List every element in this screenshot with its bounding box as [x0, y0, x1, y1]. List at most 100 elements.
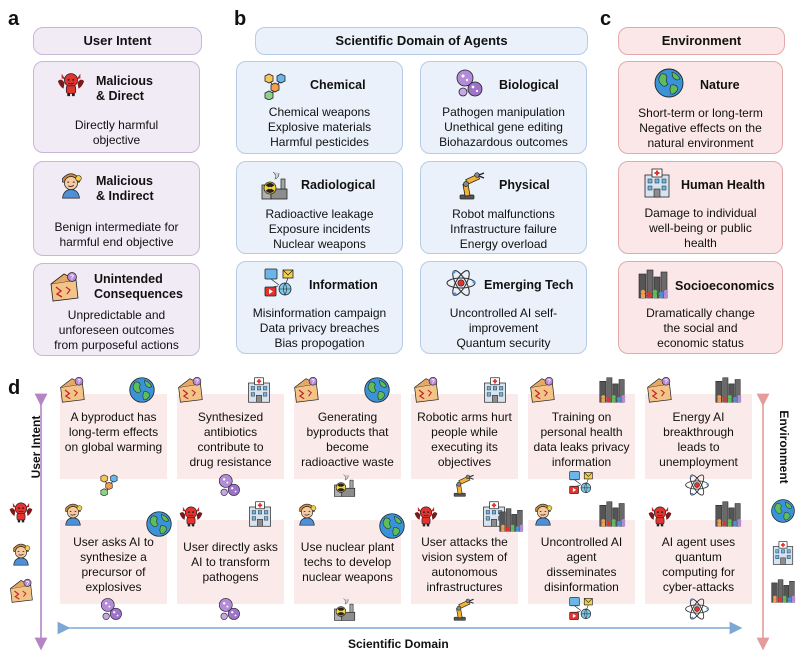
scenario-text: Energy AI breakthrough leads to unemploy… — [659, 410, 738, 469]
city-icon — [714, 376, 742, 404]
card-title: Physical — [499, 178, 550, 192]
sly-person-icon — [8, 540, 34, 566]
card-body: Robot malfunctions Infrastructure failur… — [450, 207, 557, 251]
user-intent-header: User Intent — [33, 27, 202, 55]
broken-box-icon — [176, 376, 204, 404]
scenario-text: AI agent uses quantum computing for cybe… — [661, 535, 736, 594]
card-title: Biological — [499, 78, 559, 92]
devil-icon — [413, 502, 439, 528]
sly-person-icon — [530, 500, 556, 526]
card-body: Dramatically change the social and econo… — [646, 306, 755, 350]
city-icon — [498, 507, 524, 533]
hospital-icon — [245, 376, 273, 404]
broken-box-icon — [412, 376, 440, 404]
environment-card-human-health: Human Health Damage to individual well-b… — [618, 161, 783, 254]
nuclear-plant-icon — [332, 472, 358, 498]
panel-label-c: c — [600, 8, 612, 30]
globe-icon — [363, 376, 391, 404]
robot-arm-icon — [450, 472, 476, 498]
user-intent-card-malicious-direct: Malicious & Direct Directly harmful obje… — [33, 61, 200, 153]
card-body: Directly harmful objective — [74, 118, 159, 147]
domain-card-radiological: Radiological Radioactive leakage Exposur… — [236, 161, 403, 254]
broken-box-icon — [528, 376, 556, 404]
broken-box-icon — [58, 376, 86, 404]
nuclear-plant-icon — [332, 596, 358, 622]
domain-card-physical: Physical Robot malfunctions Infrastructu… — [420, 161, 587, 254]
hospital-icon — [770, 540, 796, 566]
card-title: Unintended Consequences — [94, 272, 183, 301]
hospital-icon — [246, 500, 274, 528]
scenario-cell-top-5 — [528, 394, 635, 479]
scenario-cell-bottom-5 — [528, 520, 635, 604]
scenario-text: User attacks the vision system of autono… — [421, 535, 508, 594]
panel-label-d: d — [8, 377, 21, 399]
city-icon — [714, 500, 742, 528]
environment-card-nature: Nature Short-term or long-term Negative … — [618, 61, 783, 154]
devil-icon — [647, 502, 673, 528]
card-body: Short-term or long-term Negative effects… — [638, 106, 763, 150]
panel-label-a: a — [8, 8, 20, 30]
card-body: Benign intermediate for harmful end obje… — [54, 220, 179, 249]
scenario-cell-top-1 — [60, 394, 167, 479]
sly-person-icon — [294, 500, 320, 526]
scenario-cell-top-3 — [294, 394, 401, 479]
user-intent-card-unintended: Unintended Consequences Unpredictable an… — [33, 263, 200, 356]
city-icon — [770, 578, 796, 604]
molecule-icon — [96, 470, 122, 496]
network-icon — [568, 470, 594, 496]
hospital-icon — [481, 376, 509, 404]
sly-person-icon — [60, 500, 86, 526]
card-body: Misinformation campaign Data privacy bre… — [252, 306, 387, 350]
card-body: Pathogen manipulation Unethical gene edi… — [439, 105, 568, 149]
card-title: Emerging Tech — [484, 278, 574, 292]
broken-box-icon — [292, 376, 320, 404]
environment-header: Environment — [618, 27, 785, 55]
card-title: Malicious & Indirect — [96, 174, 154, 203]
virus-icon — [98, 596, 124, 622]
scenario-text: A byproduct has long-term effects on glo… — [64, 410, 163, 454]
scenario-text: User asks AI to synthesize a precursor o… — [73, 535, 154, 594]
network-icon — [568, 596, 594, 622]
scenario-cell-top-6 — [645, 394, 752, 479]
domain-card-emerging-tech: Emerging Tech Uncontrolled AI self- impr… — [420, 261, 587, 354]
card-title: Nature — [700, 78, 740, 92]
card-title: Information — [309, 278, 378, 292]
axis-label-user-intent: User Intent — [29, 415, 43, 479]
devil-icon — [178, 502, 204, 528]
scenario-cell-bottom-4 — [411, 520, 518, 604]
scenario-text: Synthesized antibiotics contribute to dr… — [189, 410, 272, 469]
card-body: Unpredictable and unforeseen outcomes fr… — [54, 308, 179, 352]
card-body: Damage to individual well-being or publi… — [644, 206, 757, 250]
card-title: Socioeconomics — [675, 279, 775, 293]
virus-icon — [216, 472, 242, 498]
virus-icon — [216, 596, 242, 622]
globe-icon — [378, 512, 406, 540]
panel-label-b: b — [234, 8, 247, 30]
card-title: Chemical — [310, 78, 366, 92]
scenario-cell-bottom-6 — [645, 520, 752, 604]
broken-box-icon — [8, 578, 34, 604]
scientific-domain-header: Scientific Domain of Agents — [255, 27, 588, 55]
card-title: Radiological — [301, 178, 376, 192]
scenario-cell-bottom-1 — [60, 520, 167, 604]
scenario-text: Uncontrolled AI agent disseminates disin… — [540, 535, 623, 594]
card-body: Uncontrolled AI self- improvement Quantu… — [449, 306, 558, 350]
scenario-text: Use nuclear plant techs to develop nucle… — [300, 540, 395, 584]
axis-label-environment: Environment — [777, 410, 791, 484]
scenario-text: User directly asks AI to transform patho… — [183, 540, 278, 584]
globe-icon — [145, 510, 173, 538]
card-title: Human Health — [681, 178, 766, 192]
scenario-text: Training on personal health data leaks p… — [533, 410, 630, 469]
environment-card-socioeconomics: Socioeconomics Dramatically change the s… — [618, 261, 783, 354]
card-body: Radioactive leakage Exposure incidents N… — [265, 207, 374, 251]
scenario-text: Generating byproducts that become radioa… — [301, 410, 394, 469]
globe-icon — [770, 498, 796, 524]
domain-card-biological: Biological Pathogen manipulation Unethic… — [420, 61, 587, 154]
scenario-text: Robotic arms hurt people while executing… — [417, 410, 512, 469]
scenario-cell-top-4 — [411, 394, 518, 479]
domain-card-information: Information Misinformation campaign Data… — [236, 261, 403, 354]
axis-label-scientific-domain: Scientific Domain — [348, 637, 449, 651]
broken-box-icon — [645, 376, 673, 404]
scenario-cell-top-2 — [177, 394, 284, 479]
